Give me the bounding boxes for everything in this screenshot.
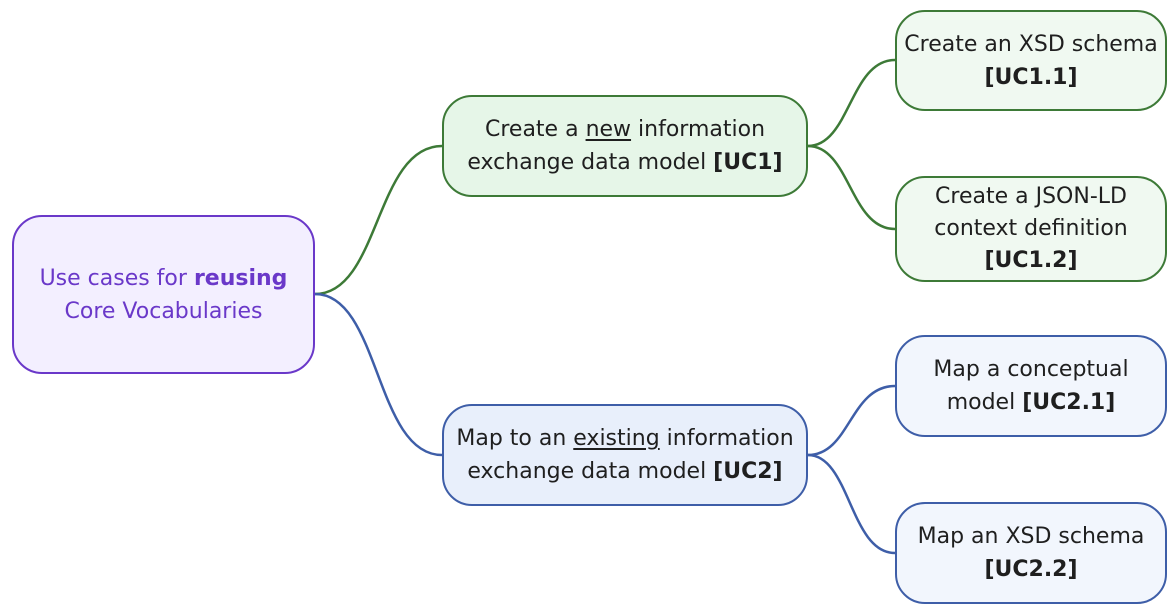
uc2-1-text: model [946,390,1023,415]
uc1-underlined-word: new [585,117,632,142]
uc2-line-2: exchange data model [UC2] [467,455,782,488]
uc2-text-line2: exchange data model [467,459,714,484]
root-line-1: Use cases for reusing [40,262,288,295]
link-uc1-uc1-2 [807,144,896,231]
uc1-line-2: exchange data model [UC1] [467,146,782,179]
node-uc2-1: Map a conceptual model [UC2.1] [895,335,1167,437]
uc1-code: [UC1] [713,150,783,175]
uc1-1-line-2: [UC1.1] [984,61,1077,94]
link-root-uc2 [314,292,443,457]
uc2-2-line-1: Map an XSD schema [917,524,1145,549]
uc1-1-line-1: Create an XSD schema [904,31,1158,57]
uc1-line-1: Create a new information [485,113,765,146]
uc1-2-line-2: context definition [934,216,1128,241]
uc1-text-after: information [631,117,766,142]
uc2-2-line-2: [UC2.2] [984,553,1077,586]
link-uc1-uc1-1 [807,58,896,148]
node-uc1: Create a new information exchange data m… [442,95,808,197]
link-uc2-uc2-2 [807,453,896,555]
node-uc1-1: Create an XSD schema [UC1.1] [895,10,1167,111]
uc2-line-1: Map to an existing information [456,422,793,455]
root-node: Use cases for reusing Core Vocabularies [12,215,315,374]
root-bold-text: reusing [193,265,288,291]
uc2-underlined-word: existing [573,426,660,451]
uc2-code: [UC2] [713,459,783,484]
uc1-2-line-3: [UC1.2] [984,245,1077,277]
uc2-1-line-1: Map a conceptual [933,357,1129,382]
uc2-2-code: [UC2.2] [984,557,1078,582]
root-text: Use cases for [39,265,194,291]
uc1-text-line2: exchange data model [467,150,714,175]
node-uc1-2: Create a JSON-LD context definition [UC1… [895,176,1167,282]
uc2-1-code: [UC2.1] [1022,390,1116,415]
uc2-text-after: information [659,426,794,451]
uc1-2-code: [UC1.2] [984,248,1078,273]
uc1-text-before: Create a [484,117,586,142]
uc1-1-code: [UC1.1] [984,64,1078,90]
uc2-1-line-2: model [UC2.1] [947,386,1116,419]
link-uc2-uc2-1 [807,384,896,457]
uc2-text-before: Map to an [456,426,574,451]
node-uc2: Map to an existing information exchange … [442,404,808,506]
link-root-uc1 [314,144,443,296]
root-line-2: Core Vocabularies [64,298,263,324]
node-uc2-2: Map an XSD schema [UC2.2] [895,502,1167,604]
uc1-2-line-1: Create a JSON-LD [935,184,1127,209]
